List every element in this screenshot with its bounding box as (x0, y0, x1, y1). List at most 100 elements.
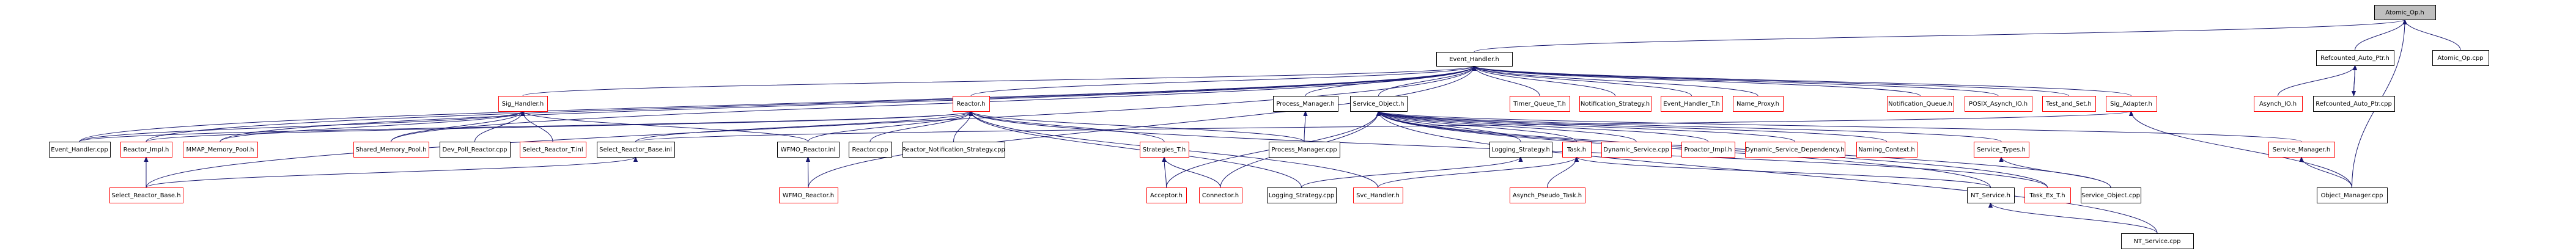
node-reactor-cpp[interactable]: Reactor.cpp (849, 142, 892, 158)
node-box[interactable] (1199, 187, 1242, 203)
node-box[interactable] (2317, 187, 2388, 203)
node-select-reactor-t-inl[interactable]: Select_Reactor_T.inl (520, 142, 586, 158)
node-box[interactable] (1140, 142, 1189, 158)
node-box[interactable] (779, 187, 838, 203)
node-box[interactable] (2081, 187, 2141, 203)
node-box[interactable] (1661, 96, 1723, 112)
node-select-reactor-base-inl[interactable]: Select_Reactor_Base.inl (597, 142, 675, 158)
node-box[interactable] (1510, 96, 1570, 112)
node-refcounted-auto-ptr-h[interactable]: Refcounted_Auto_Ptr.h (2316, 50, 2394, 66)
node-task-ex-t-h[interactable]: Task_Ex_T.h (2024, 187, 2071, 203)
node-event-handler-h[interactable]: Event_Handler.h (1436, 52, 1513, 67)
node-box[interactable] (1967, 187, 2015, 203)
node-shared-memory-pool-h[interactable]: Shared_Memory_Pool.h (353, 142, 429, 158)
node-posix-asynch-io-h[interactable]: POSIX_Asynch_IO.h (1965, 96, 2032, 112)
node-box[interactable] (1681, 142, 1735, 158)
node-logging-strategy-cpp[interactable]: Logging_Strategy.cpp (1267, 187, 1337, 203)
node-box[interactable] (1974, 142, 2029, 158)
node-box[interactable] (1887, 96, 1954, 112)
node-box[interactable] (2374, 5, 2436, 20)
node-svc-handler-h[interactable]: Svc_Handler.h (1353, 187, 1403, 203)
node-box[interactable] (1601, 142, 1672, 158)
node-box[interactable] (1856, 142, 1917, 158)
node-box[interactable] (109, 187, 183, 203)
node-mmap-memory-pool-h[interactable]: MMAP_Memory_Pool.h (183, 142, 258, 158)
node-box[interactable] (440, 142, 511, 158)
node-reactor-notification-strategy-cpp[interactable]: Reactor_Notification_Strategy.cpp (902, 142, 1005, 158)
node-box[interactable] (1350, 96, 1408, 112)
node-process-manager-cpp[interactable]: Process_Manager.cpp (1269, 142, 1340, 158)
node-nt-service-h[interactable]: NT_Service.h (1967, 187, 2015, 203)
node-box[interactable] (2106, 96, 2157, 112)
node-service-manager-h[interactable]: Service_Manager.h (2268, 142, 2335, 158)
node-proactor-impl-h[interactable]: Proactor_Impl.h (1681, 142, 1735, 158)
node-box[interactable] (1269, 142, 1340, 158)
node-box[interactable] (353, 142, 429, 158)
node-box[interactable] (1579, 96, 1652, 112)
node-sig-handler-h[interactable]: Sig_Handler.h (498, 96, 548, 112)
node-box[interactable] (2254, 96, 2303, 112)
node-box[interactable] (120, 142, 172, 158)
node-refcounted-auto-ptr-cpp[interactable]: Refcounted_Auto_Ptr.cpp (2313, 96, 2395, 112)
node-logging-strategy-h[interactable]: Logging_Strategy.h (1489, 142, 1552, 158)
node-reactor-h[interactable]: Reactor.h (953, 96, 990, 112)
node-box[interactable] (777, 142, 840, 158)
node-notification-strategy-h[interactable]: Notification_Strategy.h (1579, 96, 1652, 112)
node-select-reactor-base-h[interactable]: Select_Reactor_Base.h (109, 187, 183, 203)
node-box[interactable] (2316, 50, 2394, 66)
node-test-and-set-h[interactable]: Test_and_Set.h (2042, 96, 2096, 112)
node-box[interactable] (902, 142, 1005, 158)
node-dynamic-service-dependency-h[interactable]: Dynamic_Service_Dependency.h (1745, 142, 1845, 158)
node-atomic-op-cpp[interactable]: Atomic_Op.cpp (2432, 50, 2489, 66)
node-box[interactable] (1562, 142, 1592, 158)
node-service-object-h[interactable]: Service_Object.h (1350, 96, 1408, 112)
node-box[interactable] (1146, 187, 1187, 203)
node-acceptor-h[interactable]: Acceptor.h (1146, 187, 1187, 203)
node-asynch-io-h[interactable]: Asynch_IO.h (2254, 96, 2303, 112)
node-box[interactable] (953, 96, 990, 112)
node-box[interactable] (849, 142, 892, 158)
node-notification-queue-h[interactable]: Notification_Queue.h (1887, 96, 1954, 112)
node-wfmo-reactor-inl[interactable]: WFMO_Reactor.inl (777, 142, 840, 158)
node-task-h[interactable]: Task.h (1562, 142, 1592, 158)
node-box[interactable] (2121, 233, 2194, 249)
node-sig-adapter-h[interactable]: Sig_Adapter.h (2106, 96, 2157, 112)
node-box[interactable] (1489, 142, 1552, 158)
node-box[interactable] (2432, 50, 2489, 66)
node-box[interactable] (1353, 187, 1403, 203)
node-box[interactable] (49, 142, 111, 158)
node-dev-poll-reactor-cpp[interactable]: Dev_Poll_Reactor.cpp (440, 142, 511, 158)
node-timer-queue-t-h[interactable]: Timer_Queue_T.h (1510, 96, 1570, 112)
node-box[interactable] (1510, 187, 1585, 203)
node-box[interactable] (2024, 187, 2071, 203)
node-connector-h[interactable]: Connector.h (1199, 187, 1242, 203)
node-reactor-impl-h[interactable]: Reactor_Impl.h (120, 142, 172, 158)
node-box[interactable] (2268, 142, 2335, 158)
node-naming-context-h[interactable]: Naming_Context.h (1856, 142, 1917, 158)
node-box[interactable] (520, 142, 586, 158)
node-box[interactable] (1745, 142, 1845, 158)
node-process-manager-h[interactable]: Process_Manager.h (1273, 96, 1338, 112)
node-dynamic-service-cpp[interactable]: Dynamic_Service.cpp (1601, 142, 1672, 158)
node-box[interactable] (1965, 96, 2032, 112)
node-box[interactable] (1267, 187, 1337, 203)
node-asynch-pseudo-task-h[interactable]: Asynch_Pseudo_Task.h (1510, 187, 1585, 203)
node-atomic-op-h[interactable]: Atomic_Op.h (2374, 5, 2436, 20)
node-box[interactable] (1733, 96, 1784, 112)
node-box[interactable] (2042, 96, 2096, 112)
node-box[interactable] (2313, 96, 2395, 112)
node-strategies-t-h[interactable]: Strategies_T.h (1140, 142, 1189, 158)
node-box[interactable] (1273, 96, 1338, 112)
node-box[interactable] (597, 142, 675, 158)
node-box[interactable] (1436, 52, 1513, 67)
node-box[interactable] (498, 96, 548, 112)
node-event-handler-cpp[interactable]: Event_Handler.cpp (49, 142, 111, 158)
node-service-types-h[interactable]: Service_Types.h (1974, 142, 2029, 158)
node-service-object-cpp[interactable]: Service_Object.cpp (2081, 187, 2141, 203)
node-object-manager-cpp[interactable]: Object_Manager.cpp (2317, 187, 2388, 203)
node-name-proxy-h[interactable]: Name_Proxy.h (1733, 96, 1784, 112)
node-box[interactable] (183, 142, 258, 158)
node-nt-service-cpp[interactable]: NT_Service.cpp (2121, 233, 2194, 249)
node-event-handler-t-h[interactable]: Event_Handler_T.h (1661, 96, 1723, 112)
node-wfmo-reactor-h[interactable]: WFMO_Reactor.h (779, 187, 838, 203)
